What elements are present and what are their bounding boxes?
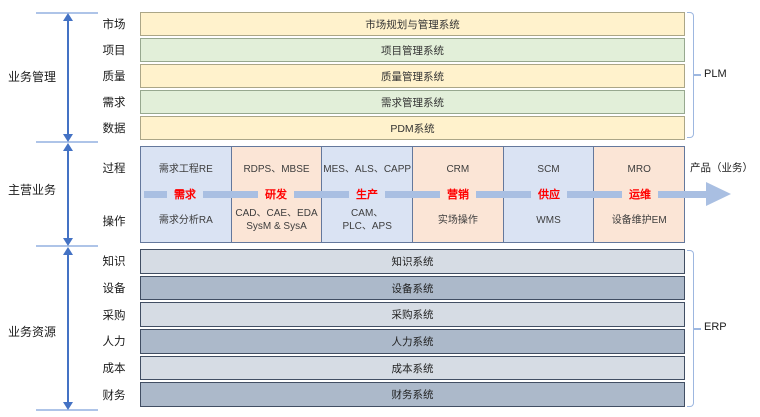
row-label: 市场 — [102, 19, 126, 31]
row-label: 项目 — [102, 45, 126, 57]
arrow-down-icon — [63, 402, 73, 410]
row-label: 需求 — [102, 97, 126, 109]
stage-label: 运维 — [622, 185, 658, 203]
system-row: PDM系统 — [140, 116, 685, 140]
erp-bracket — [687, 250, 694, 407]
resources-range-arrow — [61, 247, 75, 410]
stage-label: 需求 — [167, 185, 203, 203]
management-range-arrow — [61, 13, 75, 142]
process-cell: 需求工程RE — [158, 163, 213, 175]
process-cell: MES、ALS、CAPP — [323, 163, 412, 175]
resource-system-row: 成本系统 — [140, 355, 685, 381]
row-label: 操作 — [102, 216, 126, 228]
system-row: 质量管理系统 — [140, 64, 685, 88]
system-row: 市场规划与管理系统 — [140, 12, 685, 36]
plm-systems-block: 市场规划与管理系统 项目管理系统 质量管理系统 需求管理系统 PDM系统 — [140, 12, 685, 140]
stage-label: 营销 — [440, 185, 476, 203]
arrow-down-icon — [63, 134, 73, 142]
row-label: 数据 — [102, 123, 126, 135]
process-cell: MRO — [627, 163, 651, 175]
section-label-management: 业务管理 — [7, 70, 56, 84]
divider-line — [36, 245, 98, 247]
operation-cell: CAM、PLC、APS — [342, 208, 392, 232]
stage-label: 供应 — [531, 185, 567, 203]
row-label: 财务 — [102, 389, 126, 402]
operation-cell: 实场操作 — [437, 214, 478, 226]
arrow-up-icon — [63, 143, 73, 151]
resource-system-row: 设备系统 — [140, 275, 685, 301]
product-flow-arrowhead — [706, 182, 731, 206]
row-label: 设备 — [102, 283, 126, 295]
arrow-up-icon — [63, 247, 73, 255]
row-label: 质量 — [102, 71, 126, 83]
divider-line — [36, 141, 98, 143]
erp-systems-block: 知识系统 设备系统 采购系统 人力系统 成本系统 财务系统 — [140, 249, 685, 408]
product-flow-arrow — [144, 191, 706, 198]
process-cell: SCM — [537, 163, 560, 175]
management-row-labels: 市场 项目 质量 需求 数据 — [94, 12, 134, 140]
row-label: 过程 — [102, 163, 126, 175]
operation-cell: WMS — [536, 214, 561, 226]
row-label: 成本 — [102, 363, 126, 376]
resource-system-row: 财务系统 — [140, 382, 685, 408]
row-label: 人力 — [102, 336, 126, 349]
row-label: 采购 — [102, 309, 126, 322]
erp-bracket-tick — [694, 328, 701, 330]
section-label-core: 主营业务 — [7, 183, 56, 197]
divider-line — [36, 409, 98, 411]
plm-label: PLM — [704, 68, 727, 80]
operation-cell: 设备维护EM — [611, 214, 667, 226]
row-label: 知识 — [102, 256, 126, 269]
core-row-labels: 过程 操作 — [94, 146, 134, 243]
stage-label: 研发 — [258, 185, 294, 203]
operation-cell: 需求分析RA — [158, 214, 213, 226]
process-cell: CRM — [446, 163, 470, 175]
section-label-resources: 业务资源 — [7, 325, 56, 339]
plm-bracket — [687, 12, 694, 138]
core-range-arrow — [61, 143, 75, 246]
plm-bracket-tick — [694, 74, 701, 76]
erp-label: ERP — [704, 321, 727, 333]
resource-system-row: 知识系统 — [140, 249, 685, 274]
system-row: 需求管理系统 — [140, 90, 685, 114]
process-cell: RDPS、MBSE — [243, 163, 310, 175]
system-row: 项目管理系统 — [140, 38, 685, 62]
resource-system-row: 采购系统 — [140, 302, 685, 328]
arrow-down-icon — [63, 238, 73, 246]
arrow-up-icon — [63, 13, 73, 21]
product-output-label: 产品（业务） — [690, 162, 753, 174]
stage-label: 生产 — [349, 185, 385, 203]
resources-row-labels: 知识 设备 采购 人力 成本 财务 — [94, 249, 134, 407]
resource-system-row: 人力系统 — [140, 329, 685, 354]
